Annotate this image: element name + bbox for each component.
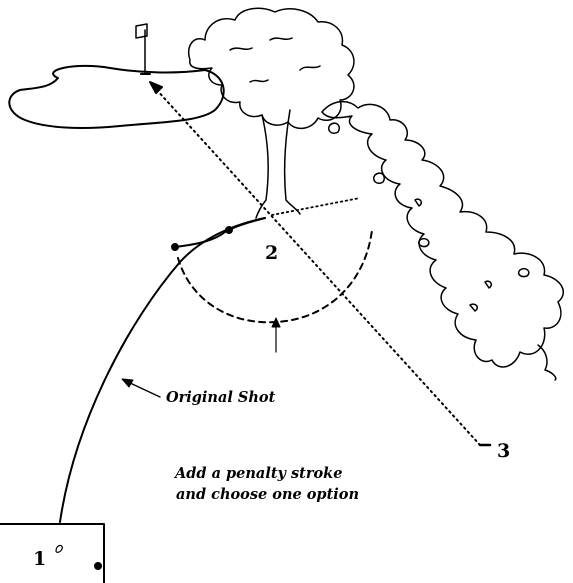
original-shot-pointer-head <box>121 378 134 388</box>
ball-icon <box>225 226 233 234</box>
green-outline <box>8 64 225 129</box>
ball-icon <box>94 562 102 570</box>
flag-line-arrowhead <box>149 81 163 94</box>
original-shot-pointer <box>127 381 161 398</box>
point-2-label: 2 <box>265 242 278 264</box>
original-shot-label: Original Shot <box>166 389 276 406</box>
original-shot-path <box>59 217 266 523</box>
instruction-line-2: and choose one option <box>176 486 359 503</box>
point-1-label: 1 <box>33 548 46 570</box>
flag-line-dotted <box>154 87 481 446</box>
instruction-line-1: Add a penalty stroke <box>173 465 342 482</box>
tree-icon <box>188 7 564 381</box>
tee-marker <box>55 544 63 553</box>
tee-box-icon <box>0 523 105 583</box>
tree-to-bush-dotted <box>271 197 361 216</box>
ball-icon <box>171 243 179 251</box>
relief-arrowhead <box>271 317 281 328</box>
flag-icon <box>135 23 151 75</box>
deflection-path <box>174 217 266 248</box>
point-3-label: 3 <box>497 440 510 462</box>
